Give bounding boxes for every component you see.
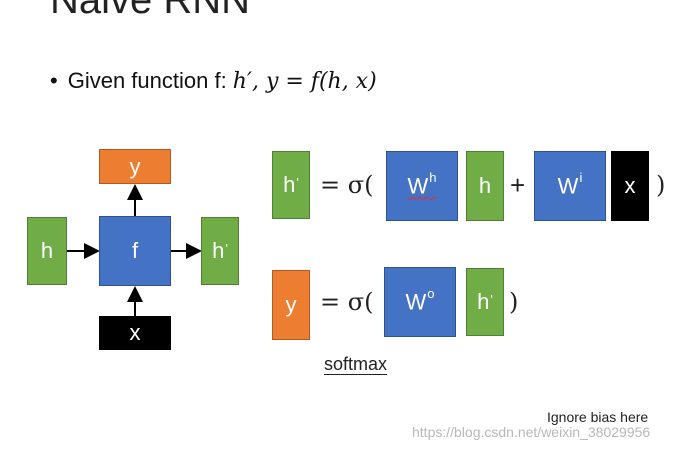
bullet-line: • Given function f: h′, y = f(h, x) <box>50 68 377 94</box>
eq2-equals-sigma: = σ( <box>320 288 374 316</box>
eq2-h-prime-label: h <box>477 289 490 314</box>
ignore-bias-note: Ignore bias here <box>547 409 649 425</box>
eq1-h-prime-box: h' <box>272 151 310 219</box>
eq1-equals-sigma: = σ( <box>320 171 374 199</box>
h-prime-output-label: h <box>212 238 225 263</box>
eq1-x-label: x <box>624 173 636 198</box>
eq2-wo-box: Wo <box>384 267 456 337</box>
bullet-formula: h′, y = f(h, x) <box>232 69 377 94</box>
y-output-box: y <box>99 149 171 184</box>
eq2-wo-label: Wo <box>405 285 435 315</box>
eq1-x-box: x <box>611 151 649 221</box>
f-label: f <box>131 238 139 263</box>
eq1-wh-base: W <box>407 173 429 199</box>
f-box: f <box>99 216 171 286</box>
watermark-text: https://blog.csdn.net/weixin_38029956 <box>412 424 651 440</box>
eq1-wh-box: Wh <box>386 151 458 221</box>
eq1-h-box: h <box>466 151 504 221</box>
eq2-wo-sup: o <box>427 285 435 301</box>
eq1-wi-sup: i <box>579 169 583 185</box>
eq1-close-paren: ) <box>656 171 666 199</box>
softmax-label: softmax <box>324 354 388 374</box>
eq1-h-prime-label: h <box>283 172 296 197</box>
h-input-label: h <box>40 238 54 263</box>
eq1-wi-box: Wi <box>534 151 606 221</box>
x-input-label: x <box>129 320 141 345</box>
eq1-h-prime-mark: ' <box>296 174 299 190</box>
h-prime-output-mark: ' <box>225 240 228 256</box>
eq1-wi-base: W <box>557 173 579 199</box>
slide-title: Naive RNN <box>50 0 251 22</box>
eq2-close-paren: ) <box>509 288 519 316</box>
eq2-h-prime-box: h' <box>466 268 504 336</box>
eq1-wi-label: Wi <box>557 169 583 199</box>
h-prime-output-box: h' <box>201 217 239 285</box>
bullet-dot: • <box>50 68 58 93</box>
y-output-label: y <box>129 153 141 179</box>
eq1-plus: + <box>510 170 526 200</box>
eq1-wh-sup: h <box>429 169 437 185</box>
bullet-prefix: Given function f: <box>67 68 233 93</box>
eq2-h-prime-mark: ' <box>490 291 493 307</box>
eq1-wh-label: Wh <box>407 169 437 199</box>
eq2-y-box: y <box>272 270 310 340</box>
eq2-wo-base: W <box>405 289 427 315</box>
eq1-h-label: h <box>478 173 492 198</box>
eq2-y-label: y <box>285 292 297 317</box>
x-input-box: x <box>99 316 171 350</box>
h-input-box: h <box>27 217 67 285</box>
